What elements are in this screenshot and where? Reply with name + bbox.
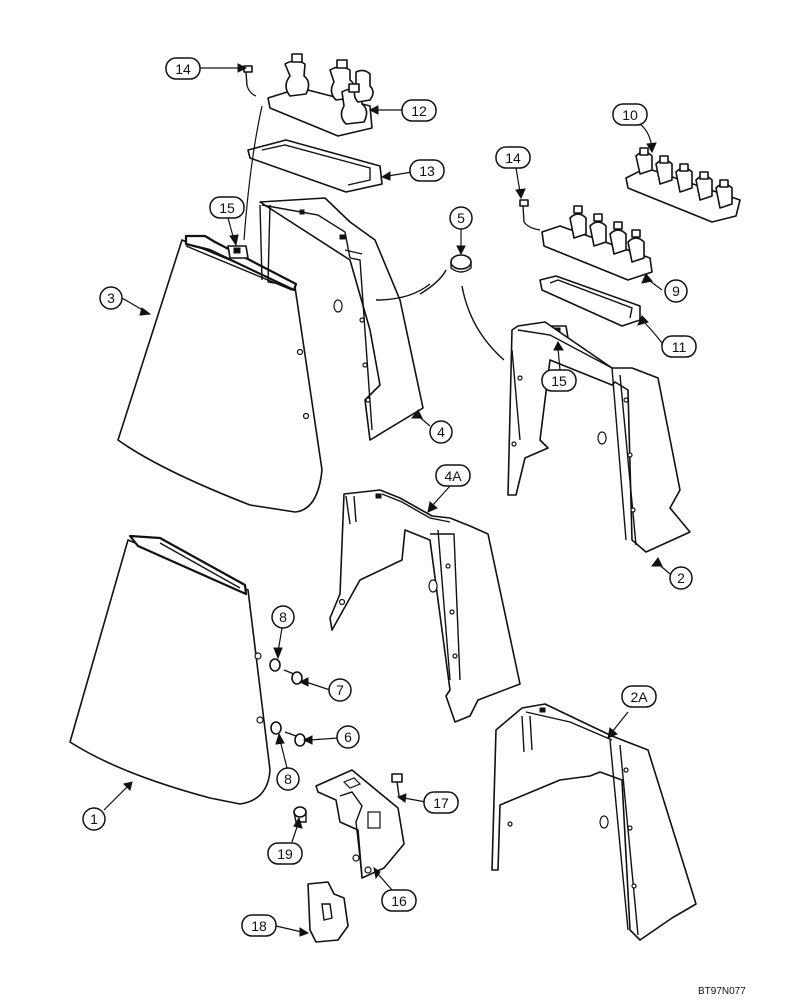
callout-11: 11 (637, 315, 697, 358)
svg-text:5: 5 (457, 210, 465, 226)
svg-text:4A: 4A (444, 468, 462, 484)
svg-text:11: 11 (672, 339, 687, 355)
callout-2A: 2A (607, 685, 657, 739)
callout-12: 12 (368, 99, 437, 122)
svg-text:8: 8 (284, 771, 292, 787)
svg-text:14: 14 (175, 61, 191, 77)
svg-text:10: 10 (622, 107, 638, 123)
callout-14-right: 14 (495, 146, 531, 200)
callout-1: 1 (82, 781, 133, 831)
drawing-reference-number: BT97N077 (698, 986, 746, 997)
svg-text:17: 17 (433, 795, 449, 811)
callout-8-upper: 8 (271, 605, 295, 660)
svg-text:13: 13 (419, 163, 435, 179)
callout-3: 3 (99, 286, 152, 316)
part-4-side-panel-upper (259, 197, 424, 441)
svg-text:14: 14 (505, 150, 521, 166)
callout-6: 6 (302, 725, 360, 749)
callout-17: 17 (396, 791, 459, 814)
svg-text:12: 12 (411, 103, 427, 119)
part-2-side-panel-right (507, 321, 691, 553)
callout-18: 18 (241, 914, 310, 937)
part-3-left-cover-upper (117, 234, 323, 513)
part-18-block (307, 881, 349, 943)
part-12-boot-assembly (267, 53, 374, 137)
svg-text:3: 3 (107, 290, 115, 306)
callout-4: 4 (411, 409, 453, 444)
callout-5: 5 (449, 206, 473, 256)
part-1-left-cover-lower (69, 534, 271, 805)
callout-19: 19 (267, 816, 303, 865)
callout-16: 16 (373, 866, 417, 912)
part-6-bolt-lower (256, 716, 306, 747)
part-13-gasket-plate (247, 139, 383, 193)
callout-4A: 4A (427, 464, 471, 513)
callout-10: 10 (612, 103, 657, 154)
svg-text:18: 18 (251, 918, 267, 934)
svg-text:2A: 2A (630, 689, 648, 705)
svg-text:7: 7 (336, 682, 344, 698)
part-10-boot-strip (625, 147, 741, 223)
svg-text:2: 2 (677, 570, 685, 586)
part-2A-side-panel-lower (491, 703, 697, 941)
svg-text:16: 16 (391, 893, 407, 909)
callout-9: 9 (641, 273, 688, 303)
svg-text:8: 8 (279, 609, 287, 625)
callout-7: 7 (298, 677, 352, 702)
part-9-boot-strip (541, 205, 653, 281)
svg-text:15: 15 (551, 373, 567, 389)
motion-arcs (375, 269, 505, 361)
part-17-bolt (391, 773, 403, 797)
callout-8-lower: 8 (275, 732, 300, 791)
part-11-gasket (539, 275, 641, 327)
callout-15-left: 15 (209, 196, 245, 247)
svg-text:1: 1 (90, 811, 98, 827)
callout-14-left: 14 (165, 57, 248, 80)
part-5-plug (450, 254, 472, 273)
part-16-bracket (315, 769, 405, 879)
svg-text:9: 9 (672, 283, 680, 299)
svg-text:19: 19 (277, 846, 293, 862)
svg-text:6: 6 (344, 729, 352, 745)
part-14-screw-right (519, 199, 541, 231)
part-4A-side-panel-middle (329, 489, 521, 723)
svg-text:15: 15 (219, 200, 235, 216)
svg-text:4: 4 (437, 424, 445, 440)
callout-13: 13 (380, 159, 445, 182)
part-7-bolt-upper (254, 652, 303, 685)
part-15-clip-left (227, 245, 249, 259)
part-19-plug (293, 806, 307, 823)
callout-15-right: 15 (541, 340, 577, 392)
callout-2: 2 (651, 557, 693, 590)
